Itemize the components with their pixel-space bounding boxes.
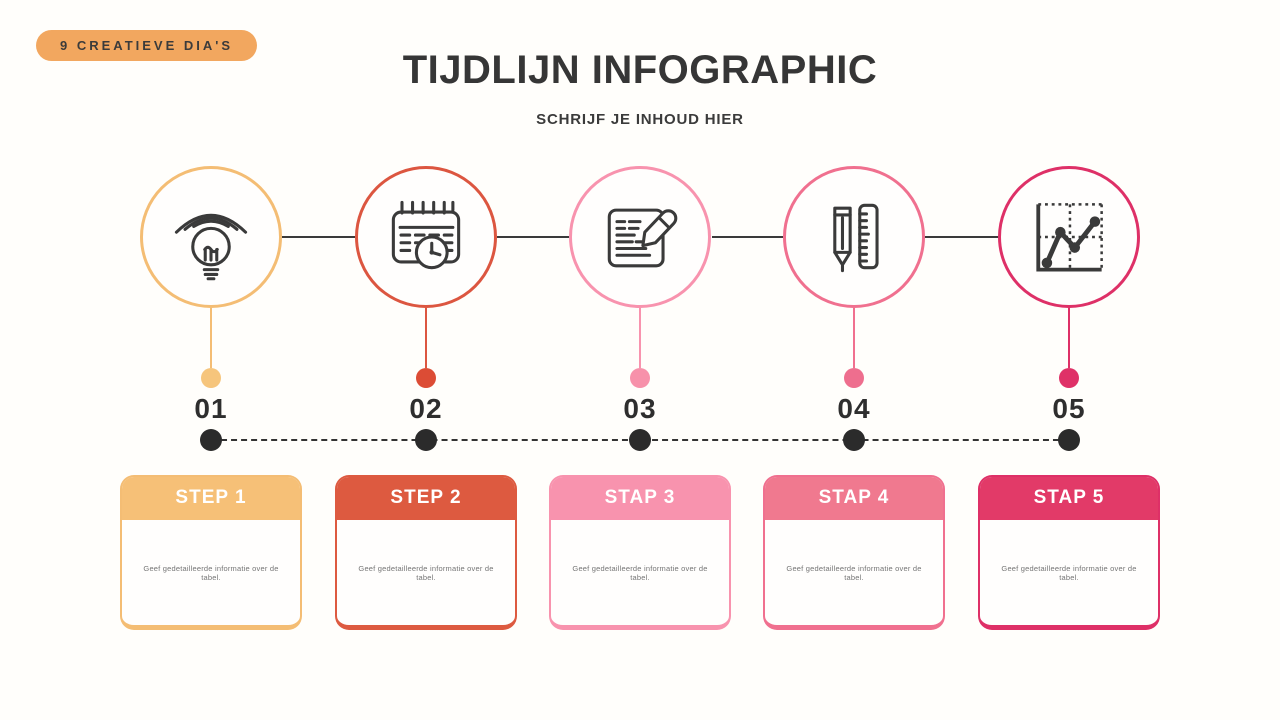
page-title: TIJDLIJN INFOGRAPHIC [402,48,878,92]
connector-line [497,236,569,238]
step-card-title: STAP 3 [551,477,729,520]
document-pencil-icon [607,208,678,268]
line-chart-icon [1036,203,1103,272]
step-circle-4 [783,166,925,308]
step-card-title: STEP 1 [122,477,300,520]
timeline-node [629,429,651,451]
step-color-dot [416,368,436,388]
pencil-ruler-icon [833,203,879,273]
step-number-5: 05 [1052,393,1086,424]
step-circle-1 [140,166,282,308]
step-number-4: 04 [837,393,871,424]
timeline-node [200,429,222,451]
connector-line [712,236,783,238]
step-card-title: STAP 4 [765,477,943,520]
step-color-dot [844,368,864,388]
drop-line [210,308,212,368]
timeline-node [415,429,437,451]
step-card-description: Geef gedetailleerde informatie over de t… [786,564,922,582]
drop-line [425,308,427,368]
step-card-description: Geef gedetailleerde informatie over de t… [143,564,279,582]
step-card-title: STAP 5 [980,477,1158,520]
connector-line [925,236,998,238]
step-card-title: STEP 2 [337,477,515,520]
step-circle-3 [569,166,711,308]
step-color-dot [630,368,650,388]
step-color-dot [1059,368,1079,388]
step-circle-5 [998,166,1140,308]
drop-line [1068,308,1070,368]
step-card-4: STAP 4 Geef gedetailleerde informatie ov… [763,475,945,630]
step-number-3: 03 [623,393,657,424]
step-card-description: Geef gedetailleerde informatie over de t… [572,564,708,582]
connector-line [282,236,355,238]
step-circle-2 [355,166,497,308]
step-number-2: 02 [409,393,443,424]
drop-line [853,308,855,368]
timeline-node [1058,429,1080,451]
step-number-1: 01 [194,393,228,424]
slide-count-badge: 9 CREATIEVE DIA'S [36,30,258,61]
step-card-2: STEP 2 Geef gedetailleerde informatie ov… [335,475,517,630]
step-card-5: STAP 5 Geef gedetailleerde informatie ov… [978,475,1160,630]
step-card-3: STAP 3 Geef gedetailleerde informatie ov… [549,475,731,630]
calendar-clock-icon [391,200,461,270]
step-color-dot [201,368,221,388]
page-subtitle: SCHRIJF JE INHOUD HIER [536,111,744,128]
step-card-1: STEP 1 Geef gedetailleerde informatie ov… [120,475,302,630]
step-card-description: Geef gedetailleerde informatie over de t… [1001,564,1137,582]
step-card-description: Geef gedetailleerde informatie over de t… [358,564,494,582]
idea-lightbulb-icon [174,213,248,281]
drop-line [639,308,641,368]
timeline-node [843,429,865,451]
